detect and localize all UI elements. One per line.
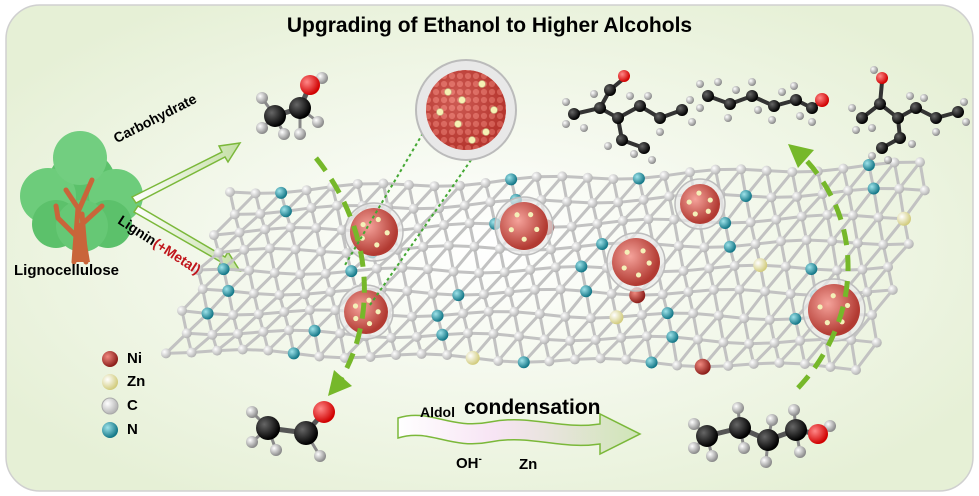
acetaldehyde-molecule: [246, 401, 335, 462]
legend-n-icon: [102, 422, 118, 438]
carbohydrate-arrow: [130, 142, 242, 204]
butanol-molecule: [688, 402, 836, 468]
nanoparticle-zoom: [344, 59, 517, 306]
aldol-label: Aldol: [420, 404, 455, 420]
chain-growth-arrow: [788, 144, 851, 390]
legend-zn-icon: [102, 374, 118, 390]
hydroxide-text: OH: [456, 455, 479, 472]
hexanol-molecule: [696, 78, 829, 126]
branched-alcohol-2: [848, 66, 970, 164]
legend-c-label: C: [127, 397, 138, 414]
legend-zn-label: Zn: [127, 373, 146, 390]
condensation-label: condensation: [464, 396, 601, 419]
lignocellulose-label: Lignocellulose: [14, 262, 120, 279]
legend-ni-label: Ni: [127, 350, 142, 367]
dehydrogenation-arrow: [314, 156, 367, 396]
hydroxide-label: OH-: [456, 454, 482, 472]
hydroxide-charge: -: [478, 454, 482, 465]
branched-alcohol-1: [562, 70, 696, 164]
ni-nanoparticles: [338, 178, 866, 342]
zinc-label: Zn: [519, 456, 538, 473]
tree-icon: [20, 131, 143, 265]
diagram-title: Upgrading of Ethanol to Higher Alcohols: [286, 14, 693, 37]
ethanol-molecule: [256, 72, 328, 140]
legend-n-label: N: [127, 421, 138, 438]
legend: [101, 351, 119, 438]
aldol-arrow: [397, 412, 642, 456]
legend-c-icon: [101, 397, 119, 415]
legend-ni-icon: [102, 351, 118, 367]
